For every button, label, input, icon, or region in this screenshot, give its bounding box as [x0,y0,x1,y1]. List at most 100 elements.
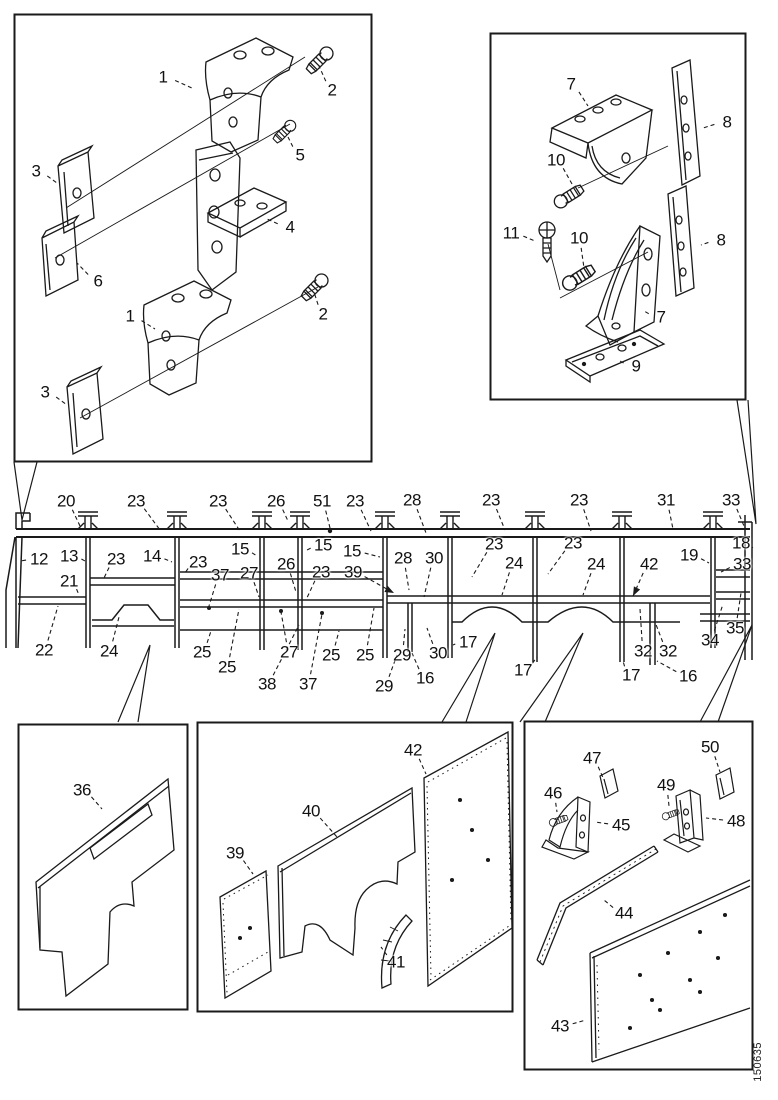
leader-line [206,630,212,643]
callout-26: 26 [277,554,295,574]
leader-line [416,509,427,534]
leader-line [501,572,510,596]
leader-line [471,552,488,578]
leader-line [243,860,254,875]
leader-line [313,291,319,305]
callout-8: 8 [716,230,726,250]
part-7-bracket-top [549,94,654,185]
leader-line [619,360,624,364]
leader-line [272,624,300,676]
callout-51: 51 [313,491,331,511]
part-3-plate-bottom [66,365,104,456]
leader-line [452,643,456,646]
part-48-bracket [662,789,704,853]
callout-17: 17 [514,660,532,680]
leader-line [266,218,278,225]
callout-20: 20 [57,491,75,511]
leader-line [208,584,217,607]
leader-line [547,550,566,575]
callout-23: 23 [564,533,582,553]
leader-line [360,509,372,532]
panel-bottom-right [523,720,754,1071]
callout-15: 15 [343,541,361,561]
leader-line [174,80,193,89]
callout-11: 11 [502,223,520,243]
leader-line [578,91,589,107]
leader-arrowhead [633,586,641,596]
callout-16: 16 [679,666,697,686]
panel-top-right [489,32,747,401]
leader-line [143,508,161,531]
callout-23: 23 [209,491,227,511]
callout-25: 25 [193,642,211,662]
leader-line [319,817,338,838]
leader-line [667,794,670,807]
leader-line [325,510,331,529]
callout-25: 25 [322,645,340,665]
figure-number: 150635 [752,1042,764,1082]
callout-22: 22 [35,640,53,660]
callout-28: 28 [403,490,421,510]
part-2-bolt-top [303,43,337,77]
callout-42: 42 [640,554,658,574]
leader-line [583,509,592,532]
leader-line [304,547,311,552]
leader-line [580,247,585,269]
callout-30: 30 [425,548,443,568]
callout-31: 31 [657,490,675,510]
leader-line [229,608,240,658]
center-bracket [195,141,241,291]
leader-line [318,65,327,82]
leader-line [639,608,643,642]
panel-bottom-left [17,723,189,1011]
callout-10: 10 [570,228,588,248]
callout-15: 15 [314,535,332,555]
callout-6: 6 [93,271,103,291]
callout-25: 25 [218,657,236,677]
leader-line [562,168,573,185]
callout-47: 47 [583,748,601,768]
part-3-plate-top [57,144,95,235]
panel-top-left [13,13,373,463]
callout-34: 34 [701,630,719,650]
leader-line [603,899,614,908]
leader-line [622,660,626,667]
leader-line [280,611,287,643]
callout-15: 15 [231,539,249,559]
part-42-riveted-panel [423,730,513,988]
callout-43: 43 [551,1016,569,1036]
leader-line [19,559,27,562]
leader-line [643,310,650,315]
leader-line [251,552,258,557]
leader-line [366,607,375,646]
part-40-panel [277,786,416,959]
callout-18: 18 [732,533,750,553]
callout-12: 12 [30,549,48,569]
part-8-plate-top [671,59,701,187]
callout-23: 23 [189,552,207,572]
leader-line [71,509,81,527]
callout-23: 23 [107,549,125,569]
leader-line [418,758,427,775]
leader-line [76,588,80,596]
callout-36: 36 [73,780,91,800]
leader-line [700,558,710,564]
leader-line [388,654,398,677]
callout-37: 37 [211,565,229,585]
callout-32: 32 [634,641,652,661]
callout-33: 33 [733,554,751,574]
callout-7: 7 [656,307,666,327]
leader-line [411,652,420,670]
leader-line [112,616,120,642]
callout-16: 16 [416,668,434,688]
callout-26: 26 [267,491,285,511]
panel-bottom-middle [196,721,514,1013]
leader-line [705,817,724,821]
detail-pointer-wedges [13,399,757,723]
leader-line [364,552,381,558]
callout-50: 50 [701,737,719,757]
callout-7: 7 [566,74,576,94]
callout-14: 14 [143,546,161,566]
